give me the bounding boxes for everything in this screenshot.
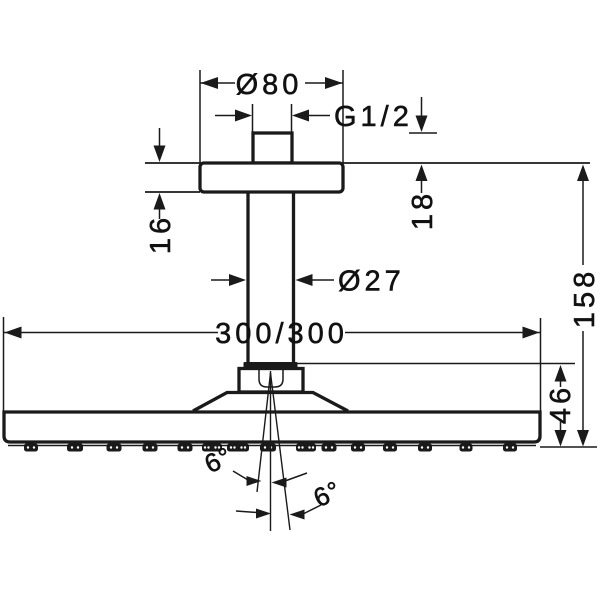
nozzle-strip (24, 443, 517, 452)
ceiling-flange (198, 161, 345, 194)
nozzle-dot (391, 446, 395, 449)
dim-label-flange-diameter: Ø80 (236, 69, 303, 101)
nozzle (106, 443, 122, 452)
nozzle-dot (330, 446, 334, 449)
nozzle-dot (229, 446, 233, 449)
nozzle (260, 443, 276, 452)
nozzle-dot (214, 446, 217, 449)
nozzle-dot (426, 446, 430, 449)
angle-label-right: 6° (309, 475, 346, 514)
nozzle (351, 443, 365, 452)
thread-fitting (251, 131, 294, 165)
nozzle-dot (26, 446, 30, 449)
dim-label-thread: G1/2 (334, 101, 413, 133)
nozzle-dot (353, 446, 357, 449)
nozzle-dot (217, 446, 221, 449)
nozzle (296, 443, 316, 452)
nozzle-dot (301, 446, 304, 449)
dim-label-pipe-diameter: Ø27 (338, 266, 405, 298)
nozzle (459, 443, 473, 452)
dim-label-flange-height: 16 (145, 214, 177, 254)
nozzle-dot (151, 446, 155, 449)
nozzle-dot (76, 446, 80, 449)
nozzle (383, 443, 397, 452)
nozzle-dot (297, 446, 301, 449)
nozzle (177, 443, 193, 452)
nozzle-dot (385, 446, 389, 449)
nozzle-dot (243, 446, 247, 449)
spray-angle-lines (256, 371, 291, 531)
nozzle-dot (203, 446, 207, 449)
nozzle (321, 443, 337, 452)
nozzle-dot (233, 446, 236, 449)
dim-label-thread-length: 18 (407, 190, 439, 230)
dim-label-total-height: 158 (569, 268, 600, 328)
dim-head-width: 300/300 (2, 317, 542, 411)
nozzle (503, 443, 517, 452)
nozzle (67, 443, 83, 452)
nozzle-dot (32, 446, 36, 449)
nozzle (24, 443, 38, 452)
shower-arm-pipe (246, 192, 296, 362)
nozzle-dot (505, 446, 509, 449)
nozzle-dot (115, 446, 119, 449)
nozzle (202, 443, 222, 452)
nozzle-dot (359, 446, 363, 449)
nozzle-dot (311, 446, 315, 449)
nozzle (418, 443, 432, 452)
nozzle-dot (180, 446, 184, 449)
nozzle-dot (308, 446, 311, 449)
nozzle-dot (109, 446, 113, 449)
nozzle-dot (186, 446, 190, 449)
nozzle-dot (207, 446, 210, 449)
dim-label-head-width: 300/300 (215, 318, 348, 350)
dim-flange-diameter: Ø80 (199, 69, 344, 163)
dim-flange-height: 16 (145, 128, 177, 254)
nozzle-dot (263, 446, 267, 449)
nozzle-dot (467, 446, 471, 449)
nozzle-dot (70, 446, 74, 449)
nozzle (142, 443, 158, 452)
nozzle-dot (240, 446, 243, 449)
nozzle (227, 443, 249, 452)
dim-total-height: 158 (540, 164, 600, 448)
nozzle-dot (420, 446, 424, 449)
nozzle-dot (324, 446, 328, 449)
dim-label-head-height: 46 (545, 384, 577, 424)
nozzle-dot (511, 446, 515, 449)
nozzle-dot (461, 446, 465, 449)
dim-thread: G1/2 (215, 101, 413, 133)
spray-angle-annotation-left: 6° (199, 440, 308, 488)
shower-head-body (2, 410, 542, 447)
dim-pipe-diameter: Ø27 (211, 265, 405, 298)
dim-thread-length: 18 (407, 97, 439, 230)
dim-head-height: 46 (297, 362, 577, 447)
nozzle-dot (145, 446, 149, 449)
